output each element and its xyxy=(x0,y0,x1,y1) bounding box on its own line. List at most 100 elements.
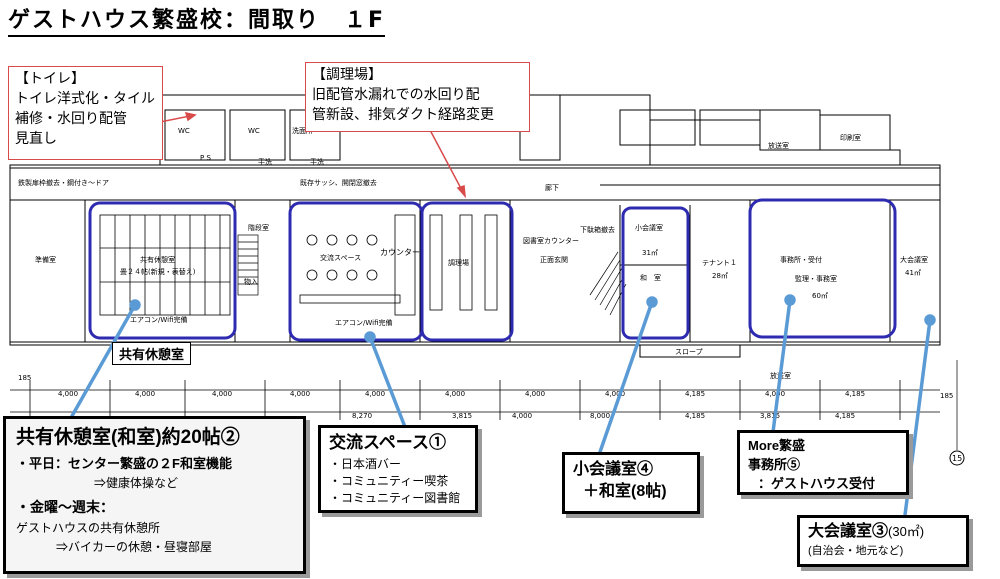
dim-5: 4,000 xyxy=(365,390,385,398)
dim-13: 3,815 xyxy=(452,412,472,420)
toilet-note: 【トイレ】 トイレ洋式化・タイル 補修・水回り配管 見直し xyxy=(8,66,163,160)
ac-wifi-label: エアコン/Wifi完備 xyxy=(130,315,187,324)
dim-20: 185 xyxy=(940,392,953,400)
lounge-detail-label: 畳２４帖(新規・表替え) xyxy=(120,267,196,276)
meeting-callout: 小会議室④ ＋和室(8帖) xyxy=(562,452,700,514)
dim-12: 8,270 xyxy=(352,412,372,420)
hall-room-label: 大会議室 xyxy=(900,255,928,264)
column-number: 15 xyxy=(952,454,962,463)
prep-room-label: 準備室 xyxy=(35,255,56,264)
storage-label: 物入 xyxy=(244,277,258,286)
meeting-leader xyxy=(598,300,654,454)
exchange-item-2: ・コミュニティー喫茶 xyxy=(329,474,449,488)
page-title: ゲストハウス繁盛校：間取り １F xyxy=(8,8,386,37)
lounge-callout: 共有休憩室(和室)約20帖② ・平日：センター繁盛の２F和室機能 ⇒健康体操など… xyxy=(3,416,306,574)
hall-callout-title: 大会議室③(30㎡) xyxy=(808,521,958,543)
lounge-highlight xyxy=(88,201,237,340)
kitchen-room-label: 調理場 xyxy=(448,258,469,267)
office-callout-line-2: 事務所⑤ xyxy=(748,457,801,472)
hall-leader xyxy=(903,318,932,517)
toilet-note-line-3: 見直し xyxy=(15,131,57,147)
shoe-label: 下駄箱撤去 xyxy=(580,225,615,234)
lounge-leader xyxy=(70,303,137,418)
window-note-label: 既存サッシ、開閉窓撤去 xyxy=(300,178,377,187)
print-label: 印刷室 xyxy=(840,133,861,142)
toilet-note-line-2: 補修・水回り配管 xyxy=(15,111,127,127)
counter-label: カウンター xyxy=(380,248,420,257)
hall-callout: 大会議室③(30㎡) (自治会・地元など) xyxy=(797,515,969,567)
lounge-room-label: 共有休憩室 xyxy=(140,255,175,264)
area60-label: 60㎡ xyxy=(812,292,828,300)
office-highlight xyxy=(748,198,897,339)
dim-16: 4,185 xyxy=(685,412,705,420)
exchange-item-1: ・日本酒バー xyxy=(329,457,402,471)
exchange-callout-heading: 交流スペース① xyxy=(329,433,446,452)
office-room-label: 事務所・受付 xyxy=(780,255,822,264)
office-callout: More繁盛 事務所⑤ ：ゲストハウス受付 xyxy=(737,430,909,495)
supervisor-label: 監理・事務室 xyxy=(795,274,837,283)
kitchen-note-line-2: 管新設、排気ダクト経路変更 xyxy=(312,107,494,123)
kitchen-note-line-1: 旧配管水漏れでの水回り配 xyxy=(312,87,480,103)
dim-9: 4,185 xyxy=(685,390,705,398)
dim-11: 4,185 xyxy=(845,390,865,398)
dim-7: 4,000 xyxy=(525,390,545,398)
library-counter-label: 図書室カウンター xyxy=(523,236,579,245)
wash-label: 洗面所 xyxy=(292,126,313,135)
washitsu-label: 和 室 xyxy=(640,273,661,282)
toilet-note-head: 【トイレ】 xyxy=(15,71,85,87)
entrance-label: 正面玄関 xyxy=(540,255,568,264)
outer-wall xyxy=(9,164,941,346)
dim-14: 4,000 xyxy=(512,412,532,420)
dim-2: 4,000 xyxy=(135,390,155,398)
wc-label-2: WC xyxy=(248,127,260,135)
lounge-room-tag: 共有休憩室 xyxy=(112,342,192,365)
lounge-callout-line-1: ・平日：センター繁盛の２F和室機能 xyxy=(16,456,232,471)
lounge-callout-heading: 共有休憩室(和室)約20帖② xyxy=(16,427,240,448)
hall-callout-area: (30㎡) xyxy=(888,524,925,539)
lounge-callout-line-2: ⇒健康体操など xyxy=(94,476,179,490)
exchange-callout: 交流スペース① ・日本酒バー ・コミュニティー喫茶 ・コミュニティー図書館 xyxy=(318,425,478,513)
handwash-label: 手洗 xyxy=(258,157,272,166)
dim-15: 8,000 xyxy=(590,412,610,420)
kitchen-leader xyxy=(429,129,466,197)
corridor-label: 廊下 xyxy=(545,183,559,192)
ps-label: P S xyxy=(200,154,211,162)
meeting-room-label: 小会議室 xyxy=(635,223,663,232)
door-note-label: 鉄製扉枠撤去・鋼付き〜ドア xyxy=(18,178,109,187)
stairs-label: 階段室 xyxy=(248,223,269,232)
office-callout-line-1: More繁盛 xyxy=(748,438,806,453)
dim-4: 4,000 xyxy=(290,390,310,398)
broadcast-label: 放送室 xyxy=(768,141,789,150)
office-callout-line-3: ：ゲストハウス受付 xyxy=(758,476,876,491)
kitchen-note-head: 【調理場】 xyxy=(312,67,382,83)
dim-19: 185 xyxy=(18,374,31,382)
ac-wifi-label-2: エアコン/Wifi完備 xyxy=(335,318,392,327)
area41-label: 41㎡ xyxy=(905,269,921,277)
dim-8: 4,000 xyxy=(605,390,625,398)
dim-3: 4,000 xyxy=(212,390,232,398)
office-leader xyxy=(771,298,792,434)
hall-callout-sub: (自治会・地元など) xyxy=(808,545,904,557)
dim-10: 4,000 xyxy=(765,390,785,398)
tenant-label: テナント１ xyxy=(702,259,737,267)
area28-label: 28㎡ xyxy=(712,272,728,280)
exchange-item-3: ・コミュニティー図書館 xyxy=(329,491,461,505)
meeting-highlight xyxy=(621,206,690,340)
wc-label: WC xyxy=(178,127,190,135)
area31-label: 31㎡ xyxy=(642,249,658,257)
dim-17: 3,815 xyxy=(760,412,780,420)
exchange-room-label: 交流スペース xyxy=(320,253,361,262)
dim-18: 4,185 xyxy=(835,412,855,420)
meeting-callout-line-2: ＋和室(8帖) xyxy=(583,483,667,500)
dim-6: 4,000 xyxy=(445,390,465,398)
kitchen-note: 【調理場】 旧配管水漏れでの水回り配 管新設、排気ダクト経路変更 xyxy=(305,62,530,132)
toilet-note-line-1: トイレ洋式化・タイル xyxy=(15,91,155,107)
kitchen-highlight xyxy=(420,201,514,342)
lounge-callout-line-3: ゲストハウスの共有休憩所 xyxy=(16,521,161,535)
dim-1: 4,000 xyxy=(58,390,78,398)
lounge-callout-heading-2: ・金曜～週末： xyxy=(16,499,114,515)
slope-label: スロープ xyxy=(675,348,703,356)
lounge-callout-line-4: ⇒バイカーの休憩・昼寝部屋 xyxy=(56,540,213,554)
hall-callout-heading: 大会議室③ xyxy=(808,523,889,540)
